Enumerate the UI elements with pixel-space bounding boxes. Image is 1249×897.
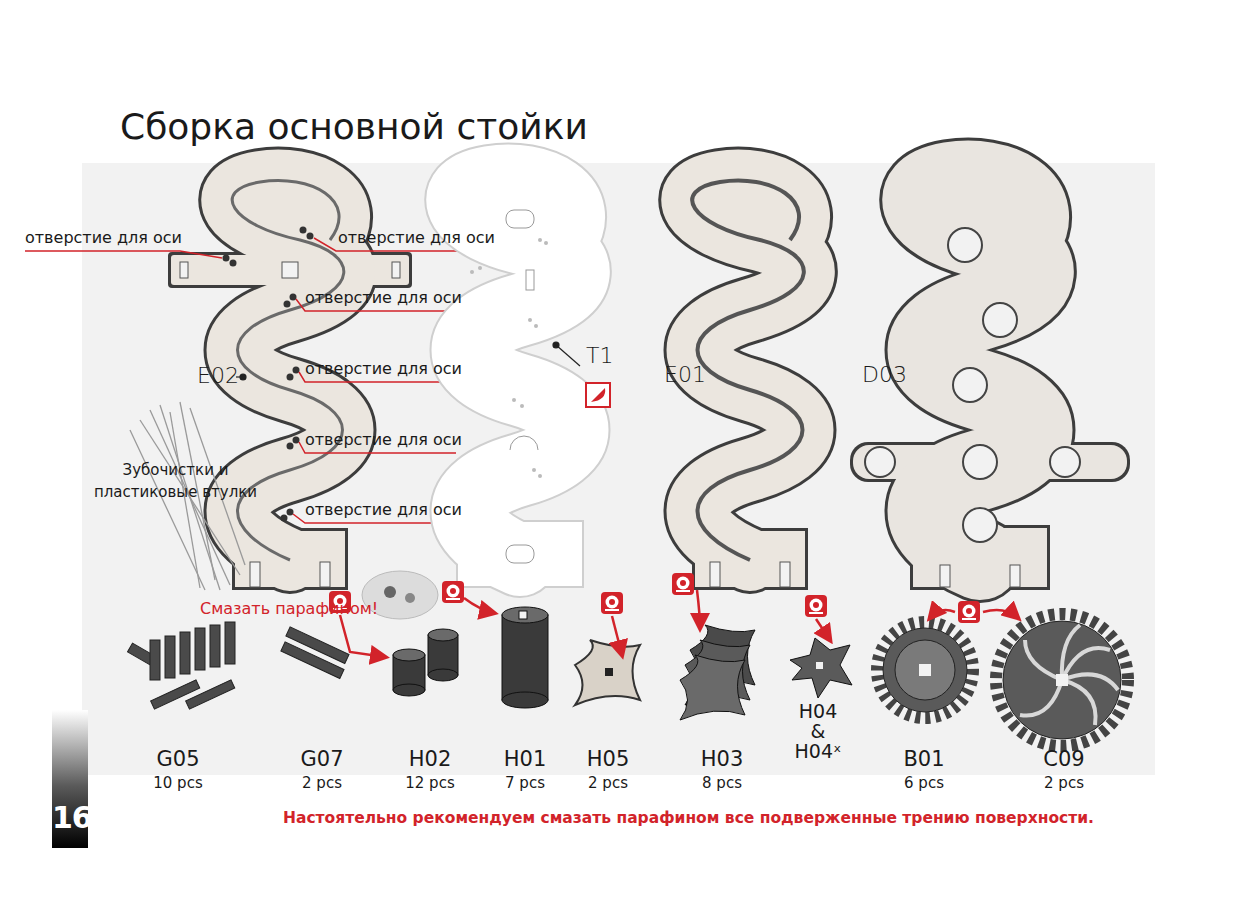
part-name: E02 — [197, 363, 239, 388]
toothpick-note: Зубочистки и пластиковые втулки — [88, 460, 263, 504]
page-bar — [52, 710, 88, 848]
part-b01 — [877, 622, 973, 718]
part-h04 — [790, 638, 852, 698]
stand-d03 — [850, 181, 1130, 590]
footer-note: Настоятельно рекомендуем смазать парафин… — [283, 810, 1094, 828]
part-count: 2 pcs — [1019, 775, 1109, 792]
part-h05 — [575, 640, 640, 705]
red-arrows — [340, 590, 1018, 657]
part-g05 — [128, 622, 235, 709]
part-count: 2 pcs — [277, 775, 367, 792]
part-h01 — [502, 607, 548, 708]
photo-ground — [82, 163, 1155, 775]
page-number: 16 — [52, 801, 88, 836]
part-code: B01 — [879, 747, 969, 771]
part-count: 7 pcs — [480, 775, 570, 792]
template-mark — [586, 383, 610, 407]
wax-icons — [329, 573, 980, 623]
part-c09 — [996, 614, 1128, 746]
hole-label: отверстие для оси — [305, 431, 462, 449]
part-code: H04 & H04ˣ — [792, 702, 844, 762]
part-g07 — [281, 627, 349, 679]
part-code: H02 — [385, 747, 475, 771]
part-name: E01 — [664, 362, 706, 387]
part-h02 — [393, 629, 458, 696]
part-code: C09 — [1019, 747, 1109, 771]
part-code: H03 — [677, 747, 767, 771]
stand-e01 — [692, 181, 808, 590]
hole-label: отверстие для оси — [305, 360, 462, 378]
hole-label: отверстие для оси — [338, 229, 495, 247]
hole-label: отверстие для оси — [305, 289, 462, 307]
hole-label: отверстие для оси — [25, 229, 182, 247]
part-code: H01 — [480, 747, 570, 771]
page-title: Сборка основной стойки — [120, 106, 588, 147]
part-name: D03 — [862, 362, 907, 387]
leader-lines — [25, 238, 492, 523]
wax-note: Смазать парафином! — [200, 600, 378, 618]
part-count: 12 pcs — [385, 775, 475, 792]
part-name: T1 — [586, 343, 613, 368]
hole-label: отверстие для оси — [305, 501, 462, 519]
part-count: 10 pcs — [133, 775, 223, 792]
part-code: G05 — [133, 747, 223, 771]
part-count: 6 pcs — [879, 775, 969, 792]
part-code: G07 — [277, 747, 367, 771]
part-h03 — [680, 625, 755, 720]
part-count: 2 pcs — [563, 775, 653, 792]
part-count: 8 pcs — [677, 775, 767, 792]
part-code: H05 — [563, 747, 653, 771]
